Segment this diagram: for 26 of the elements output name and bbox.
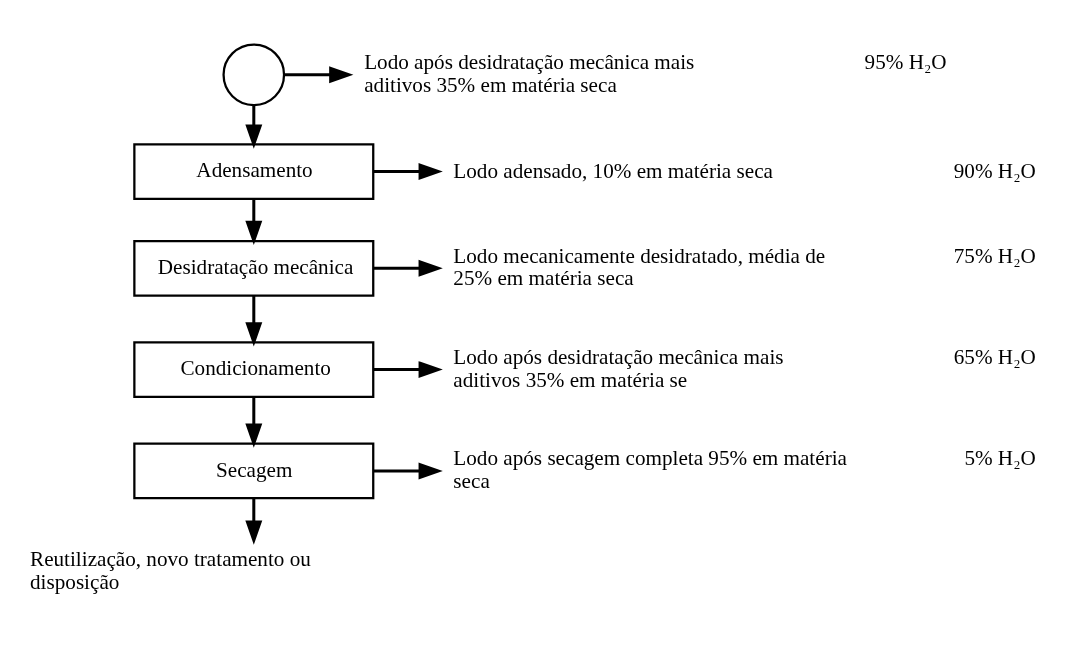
arrow [245, 104, 263, 149]
node-label: 5% H₂O [964, 445, 1036, 470]
node-text: Reutilização, novo tratamento ou disposição [30, 546, 311, 594]
node-box: Secagem [133, 442, 375, 499]
arrow [284, 65, 354, 83]
node-label: 95% H₂O [864, 49, 947, 74]
arrow [245, 396, 263, 448]
node-box: Condicionamento [133, 340, 375, 398]
node-box: Desidratação mecânica [133, 239, 375, 297]
node-label: 75% H₂O [953, 243, 1036, 268]
arrow [373, 461, 443, 479]
arrow [373, 259, 443, 277]
arrow [245, 198, 263, 245]
arrow [245, 498, 263, 545]
node-label: 90% H₂O [953, 158, 1036, 183]
arrow [245, 295, 263, 347]
node-box: Adensamento [133, 142, 375, 200]
arrow [373, 360, 443, 378]
node-circle [222, 42, 286, 106]
node-text: Lodo após desidratação mecânica mais aditivos 35% em matéria seca [364, 49, 695, 97]
node-text: Lodo após desidratação mecânica mais aditivos 35% em matéria se [453, 344, 784, 392]
node-text: Lodo mecanicamente desidratado, média de 25% em matéria seca [453, 243, 826, 290]
arrow [373, 162, 443, 180]
node-text: Lodo adensado, 10% em matéria seca [453, 158, 773, 183]
node-label: 65% H₂O [953, 344, 1036, 369]
node-text: Lodo após secagem completa 95% em matéria seca [453, 445, 847, 493]
